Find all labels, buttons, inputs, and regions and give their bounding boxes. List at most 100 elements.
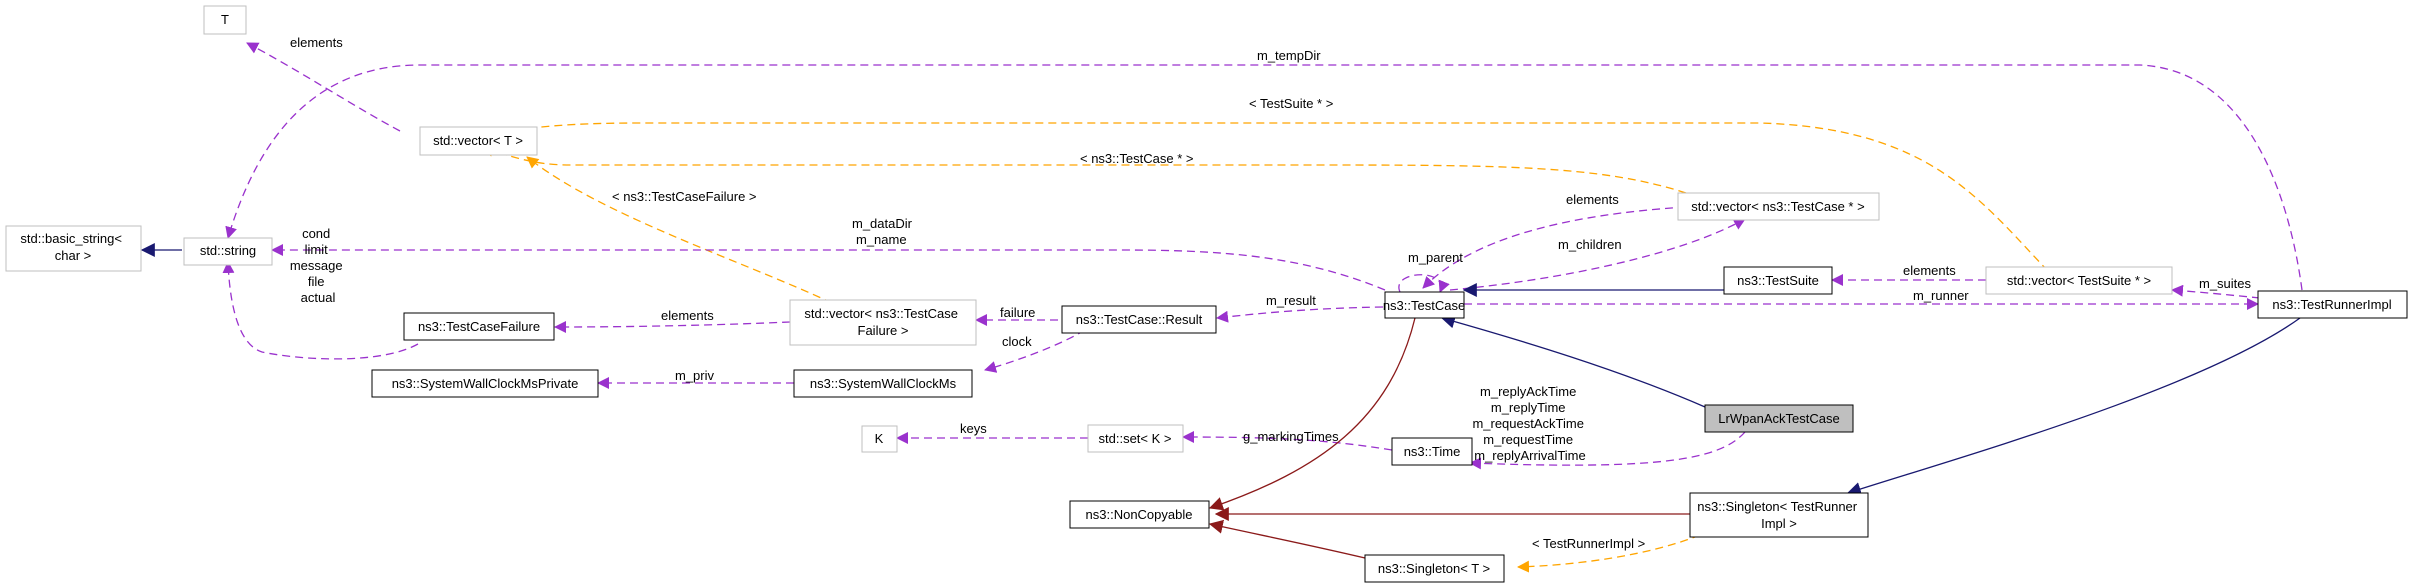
- svg-text:std::basic_string< cha: std::basic_string< char >: [20, 231, 125, 263]
- node-testrunnerimpl[interactable]: ns3::TestRunnerImpl: [2257, 290, 2408, 319]
- svg-text:std::set< K >: std::set< K >: [1099, 431, 1172, 446]
- node-singleton-T[interactable]: ns3::Singleton< T >: [1364, 554, 1505, 583]
- label-g-markingtimes: g_markingTimes: [1243, 429, 1339, 444]
- node-T[interactable]: T: [203, 5, 247, 35]
- label-m-replyarrivaltime: m_replyArrivalTime: [1474, 448, 1585, 463]
- edge-lrwpan-to-time: [1469, 431, 1746, 470]
- svg-text:std::vector< ns3::TestCase: std::vector< ns3::TestCase Failure >: [804, 306, 961, 338]
- node-vector-testsuite[interactable]: std::vector< TestSuite * >: [1985, 266, 2173, 295]
- label-m-datadir: m_dataDir: [852, 216, 913, 231]
- node-vector-testcase[interactable]: std::vector< ns3::TestCase * >: [1677, 192, 1880, 221]
- label-elements-ts: elements: [1903, 263, 1956, 278]
- node-singleton-testrunnerimpl[interactable]: ns3::Singleton< TestRunner Impl >: [1689, 492, 1869, 538]
- node-noncopyable[interactable]: ns3::NonCopyable: [1069, 500, 1210, 529]
- edge-time-to-set: [1182, 431, 1393, 451]
- nodes: T std::vector< T > std::basic_string< ch…: [5, 5, 2408, 583]
- label-m-parent: m_parent: [1408, 250, 1463, 265]
- label-m-suites: m_suites: [2199, 276, 2252, 291]
- node-testcase[interactable]: ns3::TestCase: [1383, 291, 1465, 319]
- svg-text:ns3::TestRunnerImpl: ns3::TestRunnerImpl: [2272, 297, 2391, 312]
- label-tcf-fields: cond limit message file actual: [290, 226, 346, 305]
- node-systemwallclockms[interactable]: ns3::SystemWallClockMs: [793, 369, 973, 398]
- edge-testcase-to-string: [271, 244, 1386, 291]
- edge-singletonT-to-noncopyable: [1208, 519, 1366, 559]
- svg-text:LrWpanAckTestCase: LrWpanAckTestCase: [1718, 411, 1839, 426]
- svg-text:ns3::SystemWallClockMsPrivate: ns3::SystemWallClockMsPrivate: [392, 376, 579, 391]
- label-failure: failure: [1000, 305, 1035, 320]
- edge-runner-to-singleton: [1846, 317, 2301, 496]
- edge-vectorfailure-to-tcf: [554, 320, 791, 333]
- label-string-to-testcase: m_dataDir m_name: [852, 216, 916, 247]
- label-ts-template: < TestSuite * >: [1249, 96, 1333, 111]
- svg-text:ns3::TestCase::Result: ns3::TestCase::Result: [1076, 312, 1203, 327]
- edge-vectorfailure-to-vector: [526, 156, 833, 304]
- node-string[interactable]: std::string: [183, 237, 273, 266]
- svg-text:K: K: [875, 431, 884, 446]
- edge-testcase-parent: [1398, 274, 1450, 293]
- label-time-fields: m_replyAckTime m_replyTime m_requestAckT…: [1472, 384, 1587, 463]
- label-cond: cond: [302, 226, 330, 241]
- edge-result-to-swcm: [984, 329, 1086, 373]
- edge-testcase-to-result: [1216, 306, 1384, 323]
- label-tri-template: < TestRunnerImpl >: [1532, 536, 1645, 551]
- label-m-replyacktime: m_replyAckTime: [1480, 384, 1576, 399]
- node-lrwpanacktestcase[interactable]: LrWpanAckTestCase: [1704, 404, 1854, 433]
- label-elements-failure: elements: [661, 308, 714, 323]
- label-m-runner: m_runner: [1913, 288, 1969, 303]
- label-tcf-template: < ns3::TestCaseFailure >: [612, 189, 757, 204]
- node-vector-T[interactable]: std::vector< T >: [419, 126, 538, 156]
- node-set-K[interactable]: std::set< K >: [1087, 424, 1184, 453]
- label-keys: keys: [960, 421, 987, 436]
- edge-testcase-to-noncopyable: [1208, 317, 1416, 511]
- node-result[interactable]: ns3::TestCase::Result: [1061, 305, 1217, 334]
- svg-text:std::vector< T >: std::vector< T >: [433, 133, 523, 148]
- svg-text:ns3::TestCase: ns3::TestCase: [1383, 298, 1465, 313]
- edge-labels: elements m_tempDir < TestSuite * > < ns3…: [290, 35, 2252, 551]
- node-testsuite[interactable]: ns3::TestSuite: [1723, 266, 1833, 295]
- node-basic-string[interactable]: std::basic_string< char >: [5, 225, 142, 272]
- svg-text:ns3::SystemWallClockMs: ns3::SystemWallClockMs: [810, 376, 957, 391]
- edge-lrwpan-to-testcase: [1440, 314, 1706, 408]
- label-m-priv: m_priv: [675, 368, 715, 383]
- edges: [140, 42, 2303, 573]
- label-elements-T: elements: [290, 35, 343, 50]
- edge-tcf-to-string: [222, 261, 419, 360]
- edge-runner-to-vectorsuite: [2171, 284, 2261, 299]
- label-m-name: m_name: [856, 232, 907, 247]
- edge-singletontri-to-singletonT: [1517, 534, 1701, 573]
- edge-runner-to-string-tempdir: [225, 64, 2303, 291]
- label-actual: actual: [301, 290, 336, 305]
- label-message: message: [290, 258, 343, 273]
- node-time[interactable]: ns3::Time: [1391, 437, 1473, 466]
- svg-text:std::vector< ns3::TestCase * >: std::vector< ns3::TestCase * >: [1691, 199, 1864, 214]
- label-m-result: m_result: [1266, 293, 1316, 308]
- label-m-children: m_children: [1558, 237, 1622, 252]
- node-K[interactable]: K: [861, 425, 898, 453]
- label-m-requesttime: m_requestTime: [1483, 432, 1573, 447]
- label-m-replytime: m_replyTime: [1491, 400, 1566, 415]
- svg-text:std::string: std::string: [200, 243, 256, 258]
- svg-text:ns3::NonCopyable: ns3::NonCopyable: [1086, 507, 1193, 522]
- label-clock: clock: [1002, 334, 1032, 349]
- svg-text:std::vector< TestSuite * >: std::vector< TestSuite * >: [2007, 273, 2151, 288]
- edge-testcase-to-vectortc: [1449, 218, 1746, 291]
- label-elements-tc: elements: [1566, 192, 1619, 207]
- node-vector-failure[interactable]: std::vector< ns3::TestCase Failure >: [789, 299, 977, 346]
- label-tc-template: < ns3::TestCase * >: [1080, 151, 1193, 166]
- svg-text:ns3::Singleton< T >: ns3::Singleton< T >: [1378, 561, 1490, 576]
- edge-vectortc-to-testcase: [1422, 206, 1687, 289]
- edge-vector-to-T: [246, 42, 401, 132]
- label-limit: limit: [305, 242, 328, 257]
- node-testcasefailure[interactable]: ns3::TestCaseFailure: [403, 312, 555, 341]
- svg-text:T: T: [221, 12, 229, 27]
- label-file: file: [308, 274, 325, 289]
- node-systemwallclockmsprivate[interactable]: ns3::SystemWallClockMsPrivate: [371, 369, 599, 398]
- svg-text:ns3::TestSuite: ns3::TestSuite: [1737, 273, 1819, 288]
- svg-text:ns3::Singleton< TestRunner: ns3::Singleton< TestRunner Impl >: [1697, 499, 1860, 531]
- edge-vectortc-to-vector: [481, 144, 1687, 194]
- label-m-requestacktime: m_requestAckTime: [1472, 416, 1584, 431]
- svg-text:ns3::TestCaseFailure: ns3::TestCaseFailure: [418, 319, 540, 334]
- label-m-tempdir: m_tempDir: [1257, 48, 1321, 63]
- svg-text:ns3::Time: ns3::Time: [1404, 444, 1461, 459]
